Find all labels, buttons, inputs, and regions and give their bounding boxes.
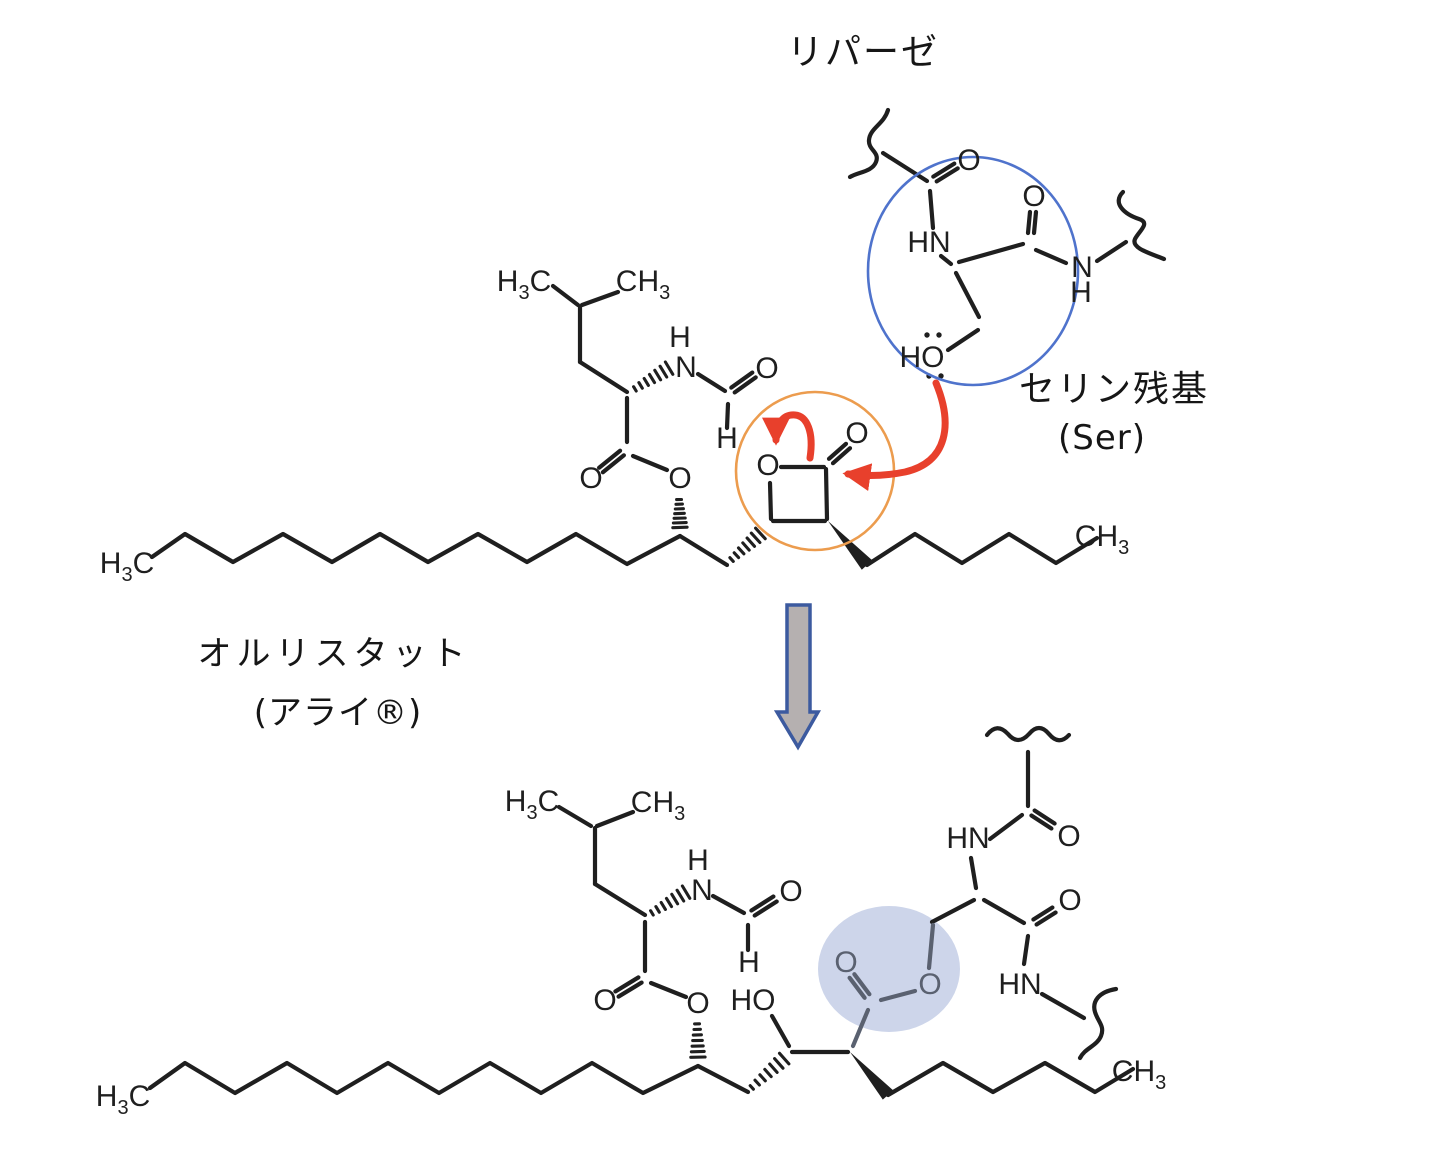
atom-label: H	[738, 946, 760, 979]
squiggle-bottom-right	[1077, 986, 1119, 1061]
hash-tick	[749, 531, 762, 545]
squiggle-top-right	[1116, 189, 1167, 262]
hash-tick	[663, 360, 675, 376]
atom-label: H	[716, 422, 738, 455]
hash-tick	[649, 909, 655, 917]
orlistat-brand-label: (アライ®)	[254, 693, 423, 733]
hash-tick	[758, 1073, 767, 1083]
hash-tick	[773, 1057, 785, 1070]
atom-label: O	[755, 352, 778, 385]
atom-label: H3C	[505, 785, 559, 824]
atom-label: O	[779, 875, 802, 908]
atom-label: O	[593, 984, 616, 1017]
atom-label: CH3	[1112, 1055, 1166, 1094]
atom-label: O	[1022, 180, 1045, 213]
atom-label: H	[687, 844, 709, 877]
atom-label: O	[1058, 884, 1081, 917]
highlighted-ester-bonds	[847, 922, 936, 1049]
atom-label: O	[918, 968, 941, 1001]
serine-abbr-label: (Ser)	[1058, 418, 1146, 458]
atom-label: N	[675, 351, 697, 384]
nucleophilic-attack-arrow	[842, 379, 949, 492]
atom-label: O	[686, 987, 709, 1020]
serine-ellipse-annotation	[866, 155, 1080, 387]
electron-pushing-arrows	[762, 379, 949, 492]
squiggle-bottom-top	[984, 725, 1072, 743]
ring-opening-arrow	[762, 411, 815, 462]
hash-tick	[659, 900, 667, 911]
squiggle-top-left	[847, 107, 891, 180]
atom-label: O	[579, 462, 602, 495]
atom-label: O	[834, 946, 857, 979]
bottom-structure-bonds	[147, 749, 1136, 1098]
atom-label: H	[669, 321, 691, 354]
atom-label: N	[1071, 251, 1093, 284]
atom-label: O	[668, 462, 691, 495]
atom-label: CH3	[631, 786, 685, 825]
atom-label: HN	[946, 822, 989, 855]
atom-label: N	[691, 874, 713, 907]
hash-tick	[671, 525, 689, 530]
orlistat-label: オルリスタット	[198, 634, 471, 674]
hash-tick	[745, 536, 757, 548]
lipase-label: リパーゼ	[787, 32, 939, 73]
hash-tick	[642, 376, 650, 387]
hash-tick	[741, 541, 751, 552]
atom-label: CH3	[616, 265, 670, 304]
atom-label: O	[756, 449, 779, 482]
truncation-squiggles	[847, 107, 1167, 1061]
hash-tick	[670, 892, 680, 906]
bold-wedge-bonds	[828, 521, 894, 1100]
atom-label: HO	[730, 984, 775, 1017]
atom-label: HN	[907, 226, 950, 259]
hash-tick	[658, 364, 669, 379]
ester-bond-highlight	[818, 906, 960, 1032]
hash-tick	[653, 368, 663, 382]
hash-tick	[654, 905, 661, 914]
atom-label: H3C	[100, 547, 154, 586]
hash-tick	[632, 385, 638, 393]
serine-residue-label: セリン残基	[1019, 369, 1209, 410]
atom-label: H	[1070, 276, 1092, 309]
hash-tick	[777, 1051, 791, 1066]
hash-tick	[732, 551, 741, 560]
hash-tick	[754, 526, 767, 541]
atom-label: H3C	[96, 1080, 150, 1119]
atom-label: HO	[899, 341, 944, 374]
hash-tick	[736, 546, 746, 556]
hash-tick	[637, 381, 644, 390]
hash-tick	[675, 888, 686, 903]
hash-tick	[647, 372, 657, 385]
atom-label: O	[1057, 820, 1080, 853]
hash-tick	[680, 884, 692, 900]
hashed-wedge-bonds	[632, 360, 791, 1091]
reaction-block-arrow	[773, 603, 822, 751]
hash-tick	[753, 1078, 761, 1087]
atom-label: CH3	[1075, 520, 1129, 559]
hash-tick	[728, 556, 735, 563]
atom-label: H3C	[497, 265, 551, 304]
atom-label: O	[957, 144, 980, 177]
top-structure-bonds	[149, 150, 1129, 568]
hash-tick	[664, 896, 674, 909]
hash-tick	[748, 1084, 755, 1091]
hash-tick	[768, 1062, 779, 1074]
hash-tick	[763, 1067, 773, 1079]
atom-label: HN	[998, 968, 1041, 1001]
atom-label: O	[845, 417, 868, 450]
